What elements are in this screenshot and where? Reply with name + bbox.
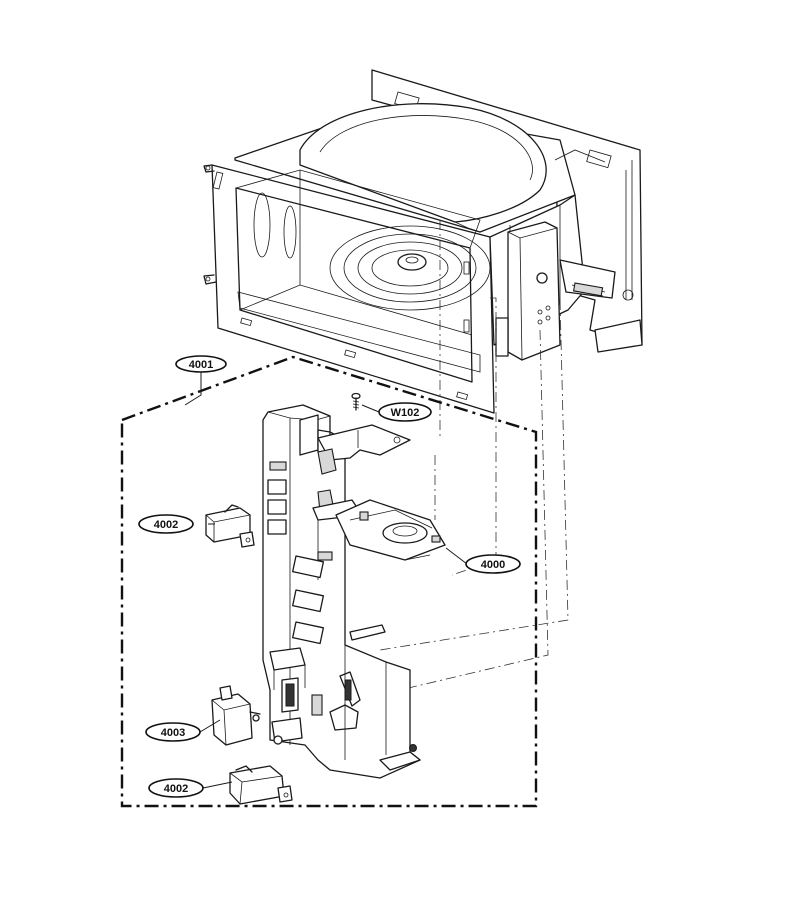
roof-dome [299,103,547,223]
callout-4002-lower: 4002 [148,778,204,798]
cavity-assembly [203,69,643,414]
assembly-boundary [120,355,538,808]
callout-4002-upper: 4002 [138,514,194,534]
screw-W102 [351,392,361,411]
sensor-holder-4000 [335,499,446,561]
callout-W102: W102 [378,402,432,422]
callout-4003-label: 4003 [161,727,185,739]
callout-4000-label: 4000 [481,559,505,571]
front-opening [235,187,473,383]
leader-lines [184,372,468,789]
control-box [507,221,561,361]
latch-bracket-assembly [262,404,421,779]
callout-4001: 4001 [175,355,227,373]
microswitch-4002-upper [205,504,255,548]
callout-4002-upper-label: 4002 [154,519,178,531]
callout-4000: 4000 [465,554,521,574]
microswitch-4003 [211,685,261,746]
microswitch-4002-lower [229,765,293,805]
callout-4003: 4003 [145,722,201,742]
callout-4002-lower-label: 4002 [164,783,188,795]
callout-W102-label: W102 [391,407,420,419]
callout-4001-label: 4001 [189,359,213,371]
